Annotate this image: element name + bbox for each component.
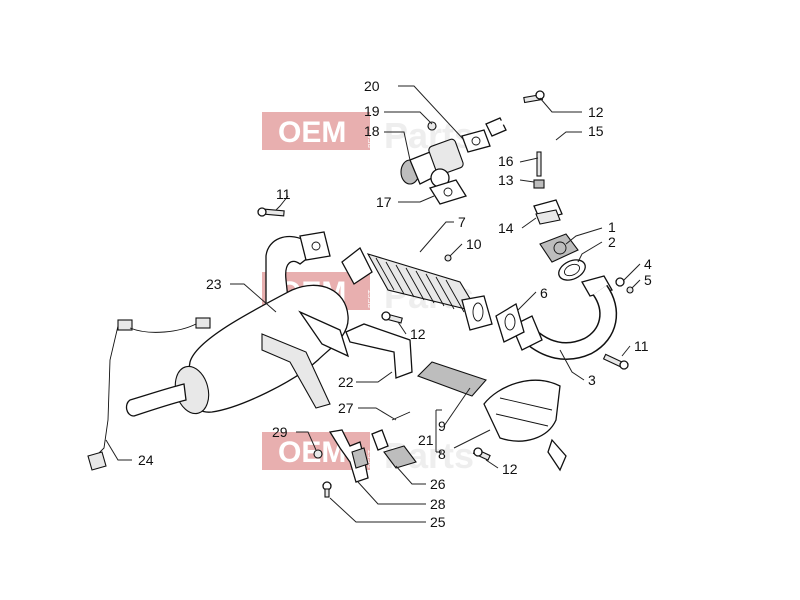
part-screw-25 (322, 481, 332, 498)
part-clamp-1 (539, 233, 579, 263)
watermark-best: BEST (368, 449, 375, 468)
callout-19: 19 (364, 103, 380, 119)
watermark-box (262, 112, 370, 150)
watermark-best: BEST (368, 289, 375, 308)
callout-20: 20 (364, 78, 380, 94)
leader-lines (105, 85, 641, 523)
callout-14: 14 (498, 220, 514, 236)
callout-3: 3 (588, 372, 596, 388)
part-clip-26 (371, 429, 417, 469)
callout-2: 2 (608, 234, 616, 250)
callout-9: 9 (438, 418, 446, 434)
part-bracket-22 (345, 323, 413, 379)
part-gasket-20 (461, 129, 491, 153)
part-exhaust-valve (400, 138, 464, 188)
part-pin-27 (391, 411, 411, 421)
callout-11-left: 11 (276, 186, 291, 202)
watermark-brand: OEM (278, 116, 346, 149)
callout-28: 28 (430, 496, 446, 512)
part-nut-19 (427, 121, 437, 131)
callout-6: 6 (540, 285, 548, 301)
callout-17: 17 (376, 194, 392, 210)
part-heat-shield-9 (417, 361, 487, 397)
callout-23: 23 (206, 276, 222, 292)
part-bolt-12-bottom (472, 447, 491, 461)
watermark-best: BEST (368, 129, 375, 148)
part-nut-29 (313, 449, 323, 459)
callout-25: 25 (430, 514, 446, 530)
part-lambda-sensor-wire (87, 317, 211, 471)
watermark-top: OEM BEST Parts (262, 112, 474, 156)
callout-labels: 20 19 18 17 12 15 16 13 14 1 2 4 5 6 7 1… (138, 78, 652, 530)
callout-5: 5 (644, 272, 652, 288)
callout-16: 16 (498, 153, 514, 169)
part-bracket-28 (328, 429, 369, 483)
part-washer-5 (626, 286, 634, 294)
callout-12-bottom: 12 (502, 461, 518, 477)
part-washer-4 (615, 277, 625, 287)
callout-12-top: 12 (588, 104, 604, 120)
callout-24: 24 (138, 452, 154, 468)
part-heat-shield-8 (483, 379, 567, 472)
part-gasket-2 (558, 259, 586, 281)
part-bolt-11-left (257, 207, 285, 217)
callout-26: 26 (430, 476, 446, 492)
callout-4: 4 (644, 256, 652, 272)
part-muffler (125, 231, 350, 417)
callout-10: 10 (466, 236, 482, 252)
callout-18: 18 (364, 123, 380, 139)
callout-27: 27 (338, 400, 354, 416)
callout-22: 22 (338, 374, 354, 390)
callout-12-middle: 12 (410, 326, 426, 342)
part-washer-10 (444, 254, 452, 262)
part-stud-16 (533, 151, 545, 189)
part-gasket-6 (495, 303, 525, 343)
callout-7: 7 (458, 214, 466, 230)
part-gasket-17 (429, 179, 467, 205)
part-catalytic-converter (341, 247, 493, 331)
callout-29: 29 (272, 424, 288, 440)
callout-13: 13 (498, 172, 514, 188)
callout-1: 1 (608, 219, 616, 235)
part-bolt-12-top (523, 90, 545, 104)
part-bolt-11-right (602, 353, 629, 370)
callout-15: 15 (588, 123, 604, 139)
part-bolt-12-middle (381, 311, 403, 324)
callout-21: 21 (418, 432, 434, 448)
part-gasket-14 (535, 209, 561, 225)
callout-8: 8 (438, 446, 446, 462)
callout-11-right: 11 (634, 338, 649, 354)
part-exhaust-header-pipe (511, 275, 618, 360)
